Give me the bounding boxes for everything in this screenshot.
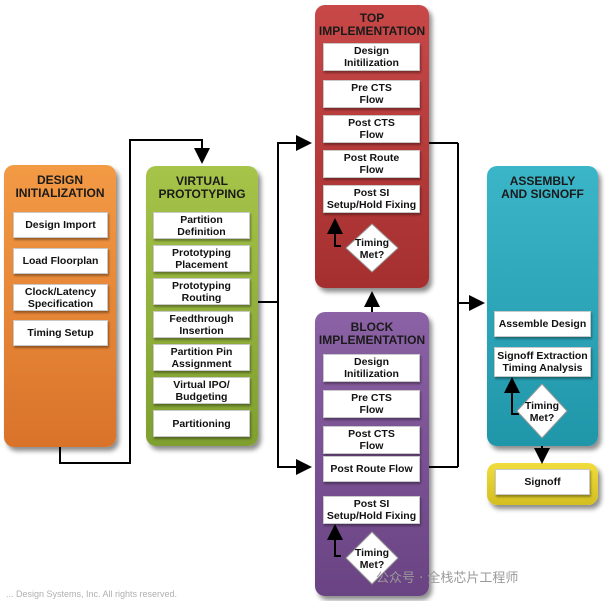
arrow-init-to-proto	[59, 139, 210, 464]
clock-latency-step: Clock/Latency Specification	[13, 284, 108, 311]
top-pre-cts-step: Pre CTS Flow	[323, 80, 420, 108]
block-pre-cts-step: Pre CTS Flow	[323, 390, 420, 418]
top-post-si-step: Post SI Setup/Hold Fixing	[323, 185, 420, 213]
partition-definition-step: Partition Definition	[153, 212, 250, 239]
top-impl-title: TOP IMPLEMENTATION	[318, 11, 426, 38]
assembly-decision-diamond	[516, 383, 568, 439]
prototyping-routing-step: Prototyping Routing	[153, 278, 250, 305]
block-loop-arrow	[327, 524, 343, 557]
block-timing-met-label: Timing Met?	[354, 547, 390, 571]
partition-pin-step: Partition Pin Assignment	[153, 344, 250, 371]
assembly-timing-met-label: Timing Met?	[524, 400, 560, 424]
assembly-loop-arrow	[504, 377, 520, 415]
block-post-si-step: Post SI Setup/Hold Fixing	[323, 496, 420, 524]
block-impl-title: BLOCK IMPLEMENTATION	[318, 320, 426, 347]
copyright-footer: ... Design Systems, Inc. All rights rese…	[6, 589, 178, 599]
partitioning-step: Partitioning	[153, 410, 250, 437]
block-post-cts-step: Post CTS Flow	[323, 426, 420, 454]
prototyping-placement-step: Prototyping Placement	[153, 245, 250, 272]
top-decision-diamond	[345, 223, 399, 273]
feedthrough-insertion-step: Feedthrough Insertion	[153, 311, 250, 338]
top-design-init-step: Design Initilization	[323, 43, 420, 71]
top-loop-arrow	[327, 218, 343, 247]
signoff-step: Signoff	[495, 469, 590, 495]
block-design-init-step: Design Initilization	[323, 354, 420, 382]
assemble-design-step: Assemble Design	[494, 311, 591, 337]
block-decision-diamond	[345, 531, 399, 585]
assembly-title: ASSEMBLY AND SIGNOFF	[501, 174, 584, 201]
design-init-title: DESIGN INITIALIZATION	[15, 173, 105, 200]
virtual-proto-title: VIRTUAL PROTOTYPING	[158, 174, 246, 201]
design-import-step: Design Import	[13, 212, 108, 238]
top-timing-met-label: Timing Met?	[354, 237, 390, 261]
virtual-ipo-step: Virtual IPO/ Budgeting	[153, 377, 250, 404]
watermark: 公众号 · 全栈芯片工程师	[376, 571, 519, 586]
arrow-proto-to-top	[277, 135, 312, 302]
top-post-cts-step: Post CTS Flow	[323, 115, 420, 143]
arrow-proto-to-block	[277, 302, 312, 475]
top-post-route-step: Post Route Flow	[323, 150, 420, 178]
timing-setup-step: Timing Setup	[13, 320, 108, 346]
block-post-route-step: Post Route Flow	[323, 456, 420, 482]
load-floorplan-step: Load Floorplan	[13, 248, 108, 274]
signoff-extraction-step: Signoff Extraction Timing Analysis	[494, 347, 591, 377]
